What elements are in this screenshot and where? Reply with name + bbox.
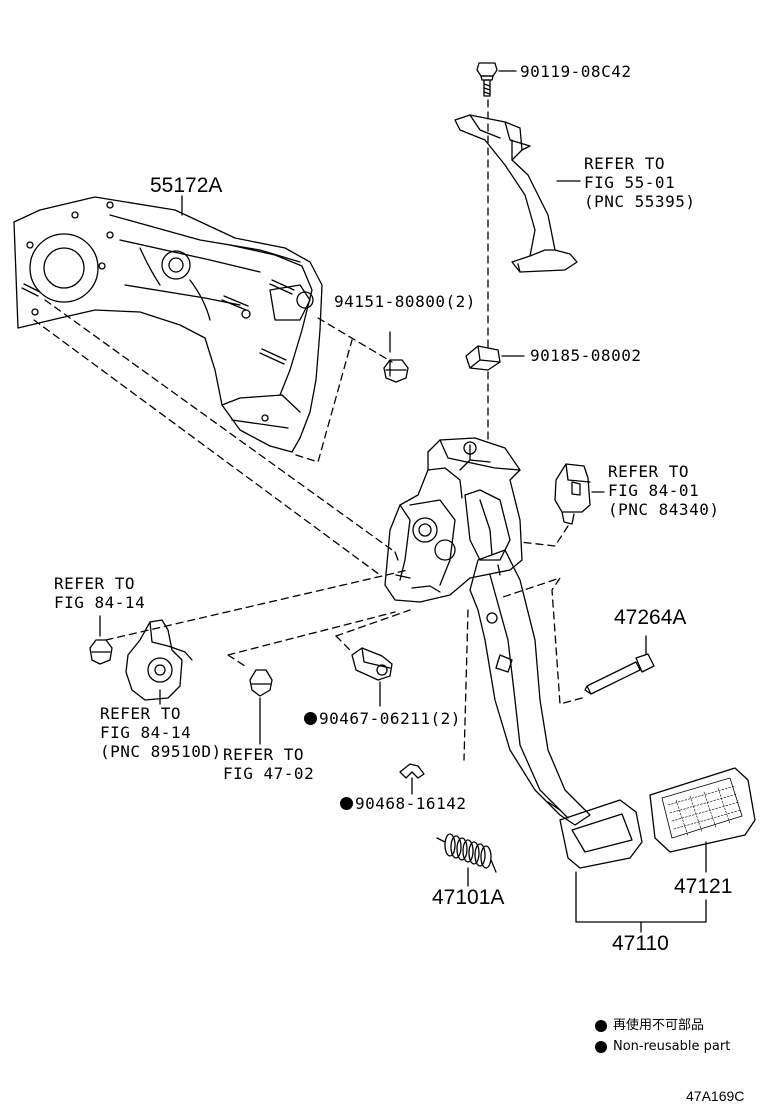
- bushing-90467: [351, 647, 393, 681]
- return-spring-47101A: [436, 833, 497, 873]
- label-pedal-47110: 47110: [612, 932, 669, 955]
- label-bushing-90467: 90467-06211(2): [304, 709, 461, 728]
- label-bracket-refer-1: REFER TO: [584, 154, 666, 173]
- pedal-bracket: [384, 437, 523, 603]
- support-studs: [21, 279, 295, 365]
- label-nut-94151: 94151-80800(2): [334, 292, 476, 311]
- pedal-arm-47110: [469, 549, 591, 826]
- pin-47264A: [584, 653, 655, 695]
- label-sensor-refer-3: (PNC 89510D): [100, 742, 222, 761]
- non-reusable-dot: [304, 712, 317, 725]
- label-clip-90468: 90468-16142: [340, 794, 466, 813]
- label-sensor-refer-2: FIG 84-14: [100, 723, 192, 742]
- pedal-pad-47121: [649, 767, 756, 853]
- clip-number: 90468-16142: [355, 794, 467, 813]
- bushing-number: 90467-06211(2): [319, 709, 461, 728]
- nut-94151: [383, 359, 409, 383]
- upper-bracket: [454, 114, 578, 273]
- pedal-support-55172A: [13, 196, 323, 453]
- label-bolt-90119: 90119-08C42: [520, 62, 632, 81]
- legend-line-japanese: 再使用不可部品: [613, 1018, 705, 1033]
- clip-nut-90185: [465, 345, 501, 371]
- label-refer-84-14-a-2: FIG 84-14: [54, 593, 146, 612]
- label-pin-47264A: 47264A: [614, 606, 687, 629]
- non-reusable-dot: [340, 797, 353, 810]
- bolt-90119: [476, 62, 498, 97]
- label-refer-84-14-a-1: REFER TO: [54, 574, 136, 593]
- label-switch-refer-2: FIG 84-01: [608, 481, 700, 500]
- clip-90468: [399, 763, 425, 779]
- label-refer-47-02-2: FIG 47-02: [223, 764, 315, 783]
- stop-lamp-switch: [554, 463, 591, 525]
- legend-line-english: Non-reusable part: [613, 1039, 731, 1054]
- label-bracket-refer-2: FIG 55-01: [584, 173, 676, 192]
- figure-id: 47A169C: [686, 1088, 745, 1104]
- pedal-lower-plate: [559, 799, 643, 869]
- label-sensor-refer-1: REFER TO: [100, 704, 182, 723]
- pedal-stroke-sensor: [125, 619, 193, 701]
- label-refer-47-02-1: REFER TO: [223, 745, 305, 764]
- label-support-55172A: 55172A: [150, 174, 223, 197]
- label-spring-47101A: 47101A: [432, 886, 505, 909]
- label-pad-47121: 47121: [674, 875, 733, 898]
- nut-refer-47-02: [249, 669, 273, 697]
- label-switch-refer-1: REFER TO: [608, 462, 690, 481]
- label-clip-nut-90185: 90185-08002: [530, 346, 642, 365]
- label-switch-refer-3: (PNC 84340): [608, 500, 720, 519]
- label-bracket-refer-3: (PNC 55395): [584, 192, 696, 211]
- nut-refer-84-14: [89, 639, 113, 665]
